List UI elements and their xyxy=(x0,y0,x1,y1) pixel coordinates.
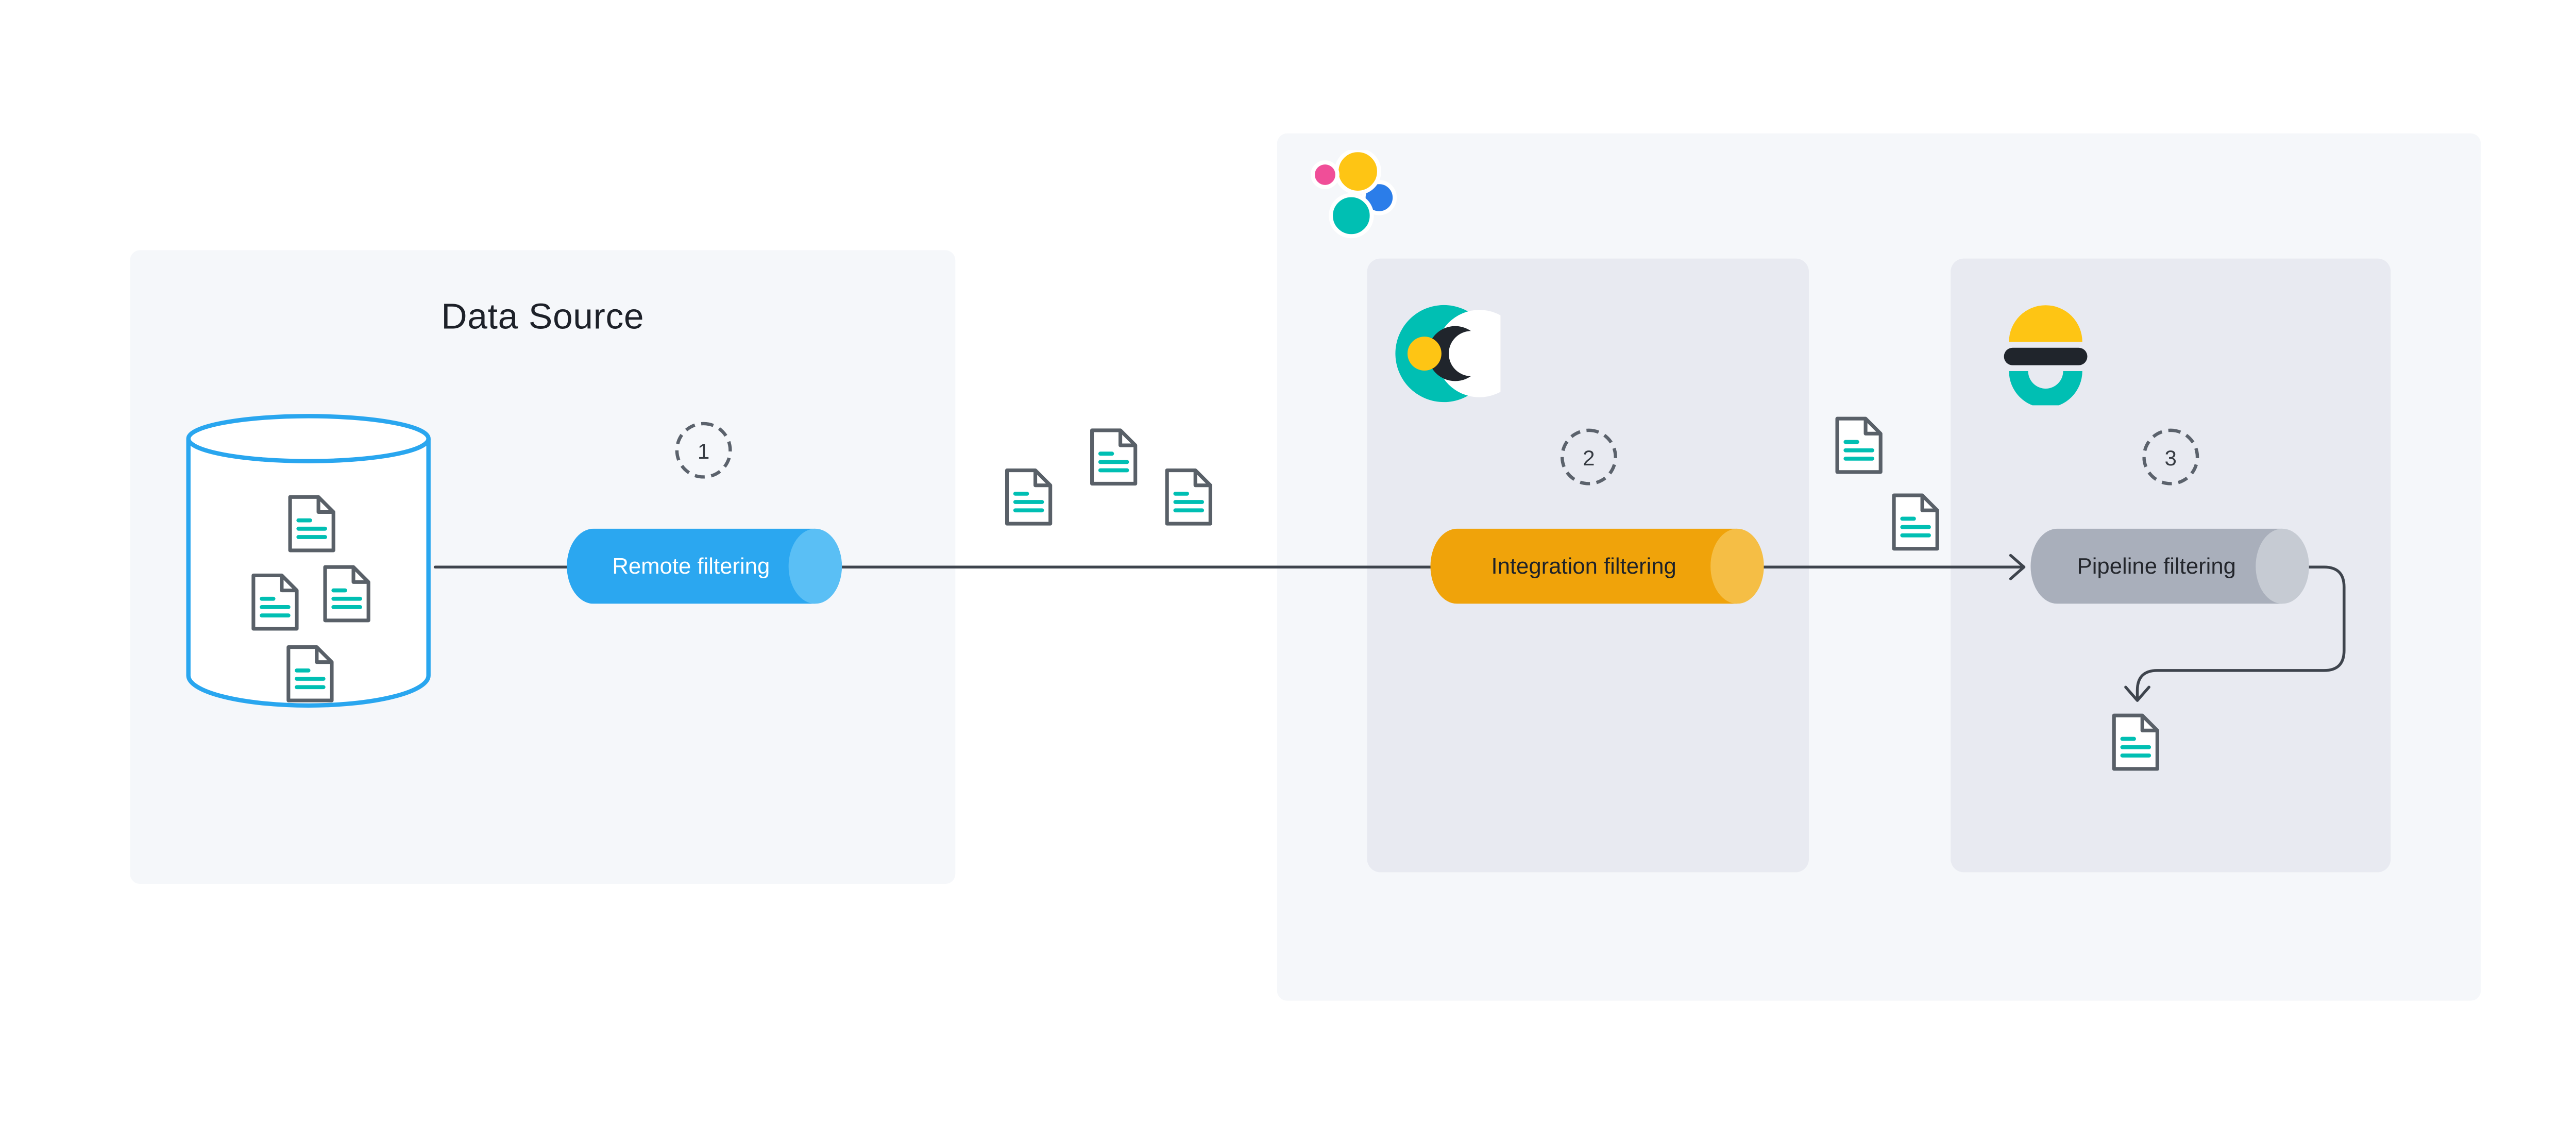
document-icon xyxy=(2111,712,2161,772)
elasticsearch-logo xyxy=(1994,302,2097,406)
cylinder-shape xyxy=(2030,528,2309,604)
step-3-badge: 3 xyxy=(2142,428,2199,486)
pipeline-filtering-cylinder: Pipeline filtering xyxy=(2030,528,2309,604)
step-1-badge: 1 xyxy=(675,422,732,479)
document-icon xyxy=(250,572,300,632)
database-cylinder-shape xyxy=(186,414,431,708)
document-icon xyxy=(1089,427,1139,487)
elastic-logo xyxy=(1306,150,1400,245)
document-icon xyxy=(1004,467,1054,527)
step-2-number: 2 xyxy=(1583,444,1595,470)
step-2-badge: 2 xyxy=(1560,428,1617,486)
remote-filtering-label: Remote filtering xyxy=(612,554,770,579)
cylinder-shape xyxy=(567,528,842,604)
pipeline-filtering-label: Pipeline filtering xyxy=(2077,554,2236,579)
arrowhead-icon xyxy=(2009,554,2026,580)
document-icon xyxy=(1834,415,1884,475)
document-icon xyxy=(322,564,372,624)
arrowhead-down-icon xyxy=(2124,685,2150,702)
cylinder-shape xyxy=(1430,528,1764,604)
step-1-number: 1 xyxy=(697,438,710,463)
database-icon xyxy=(183,412,433,729)
integration-filtering-cylinder: Integration filtering xyxy=(1430,528,1764,604)
document-icon xyxy=(1891,492,1941,552)
document-icon xyxy=(287,494,337,554)
pipeline-output-line xyxy=(2136,565,2346,700)
document-icon xyxy=(285,644,335,704)
data-source-title: Data Source xyxy=(441,297,645,337)
remote-filtering-cylinder: Remote filtering xyxy=(567,528,842,604)
elastic-agent-logo xyxy=(1394,300,1501,407)
integration-filtering-label: Integration filtering xyxy=(1491,554,1676,579)
step-3-number: 3 xyxy=(2164,444,2177,470)
document-icon xyxy=(1164,467,1214,527)
